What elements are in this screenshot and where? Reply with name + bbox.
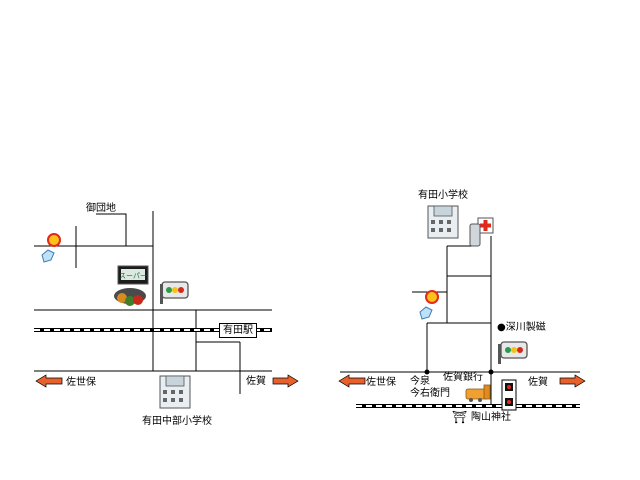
train-icon	[465, 384, 491, 402]
left-arrow-saga	[272, 374, 299, 388]
svg-text:スーパー: スーパー	[119, 272, 147, 280]
label-saga-right: 佐賀	[528, 377, 548, 388]
label-chubu-school: 有田中部小学校	[142, 416, 212, 427]
label-sasebo-left: 佐世保	[66, 377, 96, 388]
gas-station-sign-icon-right	[419, 290, 439, 320]
label-imaemon: 今右衛門	[410, 388, 450, 399]
label-arita-station: 有田駅	[219, 323, 257, 338]
supermarket-icon: スーパー	[114, 265, 149, 306]
label-sasebo-right: 佐世保	[366, 377, 396, 388]
left-map-roads	[34, 211, 272, 394]
label-shrine: 陶山神社	[471, 412, 511, 423]
traffic-light-icon-right	[498, 341, 528, 364]
gas-station-sign-icon	[41, 233, 61, 263]
label-fukagawa: ●深川製磁	[497, 322, 546, 333]
shrine-icon: ⛩	[452, 410, 468, 424]
label-saga-bank: 佐賀銀行	[443, 372, 483, 383]
label-danchi: 御団地	[86, 203, 116, 214]
left-arrow-sasebo	[35, 374, 63, 388]
label-saga-left: 佐賀	[246, 376, 266, 387]
hospital-sign-icon	[469, 217, 494, 247]
label-arita-school: 有田小学校	[418, 190, 468, 201]
right-arrow-saga	[559, 374, 586, 388]
traffic-light-icon	[160, 281, 189, 304]
right-arrow-sasebo	[338, 374, 366, 388]
imaizumi-dot	[424, 369, 430, 375]
school-building-icon-right	[427, 205, 459, 239]
saga-bank-dot	[488, 369, 494, 375]
label-imaizumi: 今泉	[410, 376, 430, 387]
railroad-crossing-icon	[501, 379, 517, 411]
school-building-icon	[159, 375, 191, 409]
